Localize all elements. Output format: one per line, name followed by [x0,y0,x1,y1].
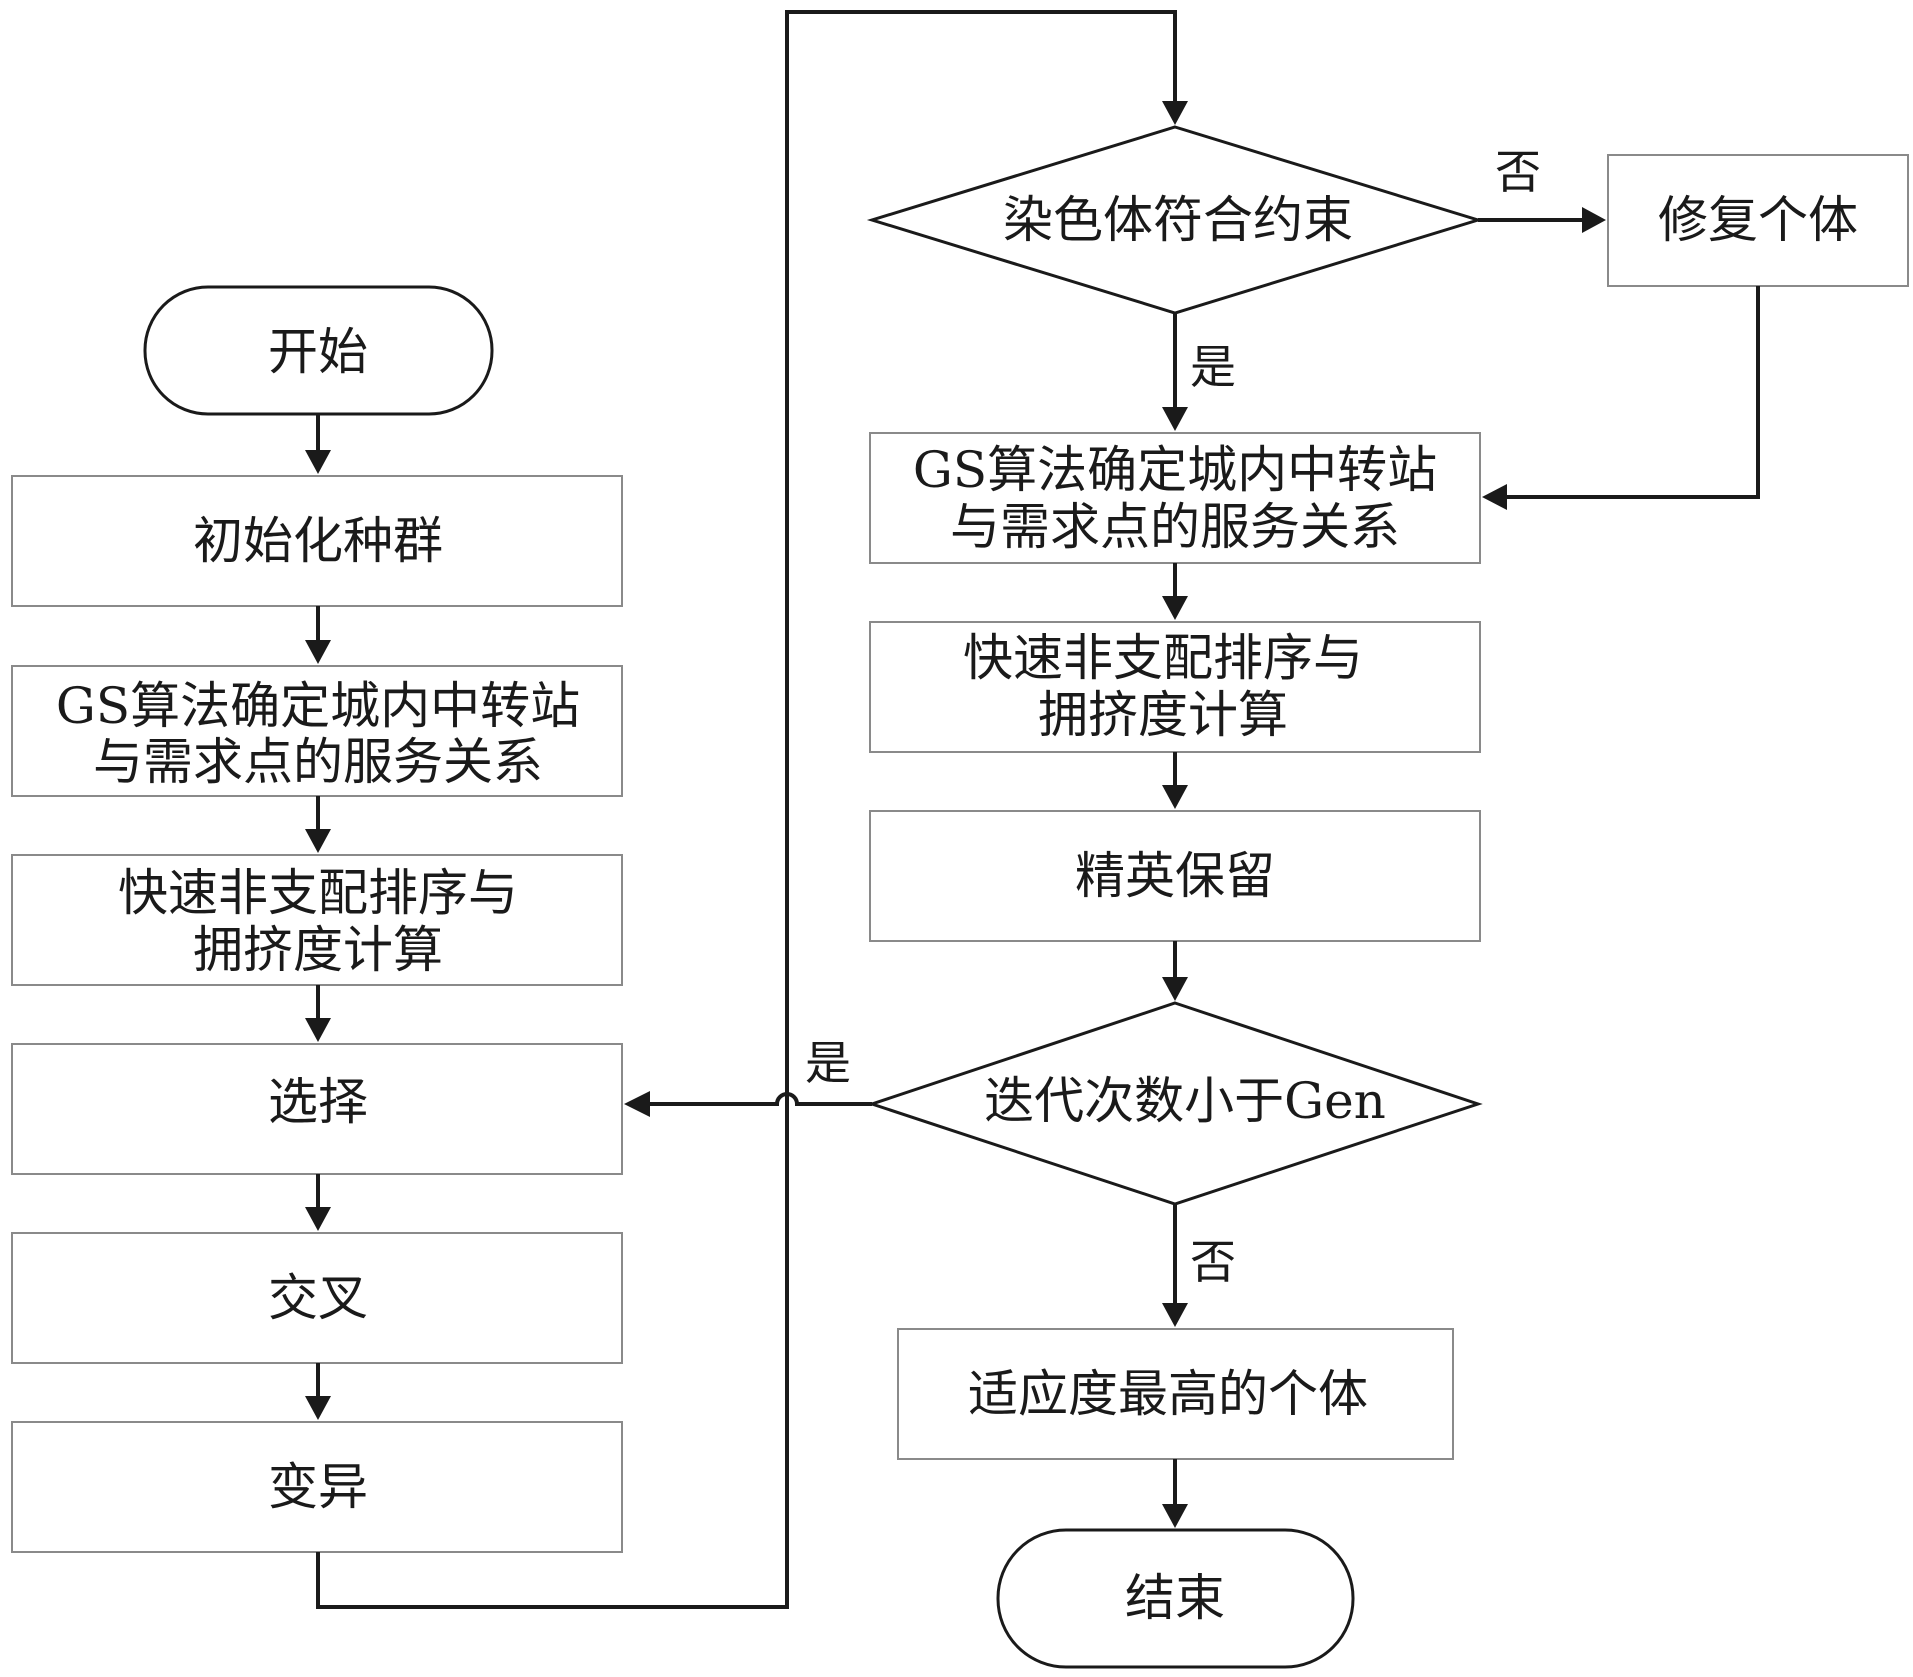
nondominated-sort-label-1b: 拥挤度计算 [193,921,443,979]
connector-repair-gs2 [1482,286,1760,510]
iterate-no-label: 否 [1190,1235,1236,1289]
connector-start-init [305,414,331,474]
best-individual-label: 适应度最高的个体 [968,1365,1368,1423]
connector-sort2-elite [1162,752,1188,809]
connector-constraint-repair [1478,207,1606,233]
start-label: 开始 [268,323,368,381]
constraint-no-label: 否 [1495,145,1541,199]
connector-iterate-best [1162,1204,1188,1327]
end-label: 结束 [1125,1569,1225,1627]
end-terminal [996,1528,1355,1669]
connector-select-crossover [305,1174,331,1231]
connector-iterate-select [624,1091,872,1117]
selection-label: 选择 [268,1073,368,1131]
connector-sort1-select [305,985,331,1042]
best-individual-box [897,1328,1454,1460]
gs-assignment-label-1b: 与需求点的服务关系 [93,733,543,791]
connector-best-end [1162,1459,1188,1528]
nondominated-sort-box-2 [869,621,1481,753]
nondominated-sort-label-1a: 快速非支配排序与 [118,864,518,922]
connector-gs1-sort1 [305,796,331,853]
gs-assignment-box-1 [11,665,623,797]
connector-elite-iterate [1162,941,1188,1001]
connector-gs2-sort2 [1162,563,1188,620]
connector-constraint-gs2 [1162,313,1188,431]
nondominated-sort-label-2b: 拥挤度计算 [1038,686,1288,744]
repair-label: 修复个体 [1658,191,1858,249]
crossover-label: 交叉 [268,1269,368,1327]
gs-assignment-label-1a: GS算法确定城内中转站 [56,677,580,735]
nondominated-sort-label-2a: 快速非支配排序与 [963,629,1363,687]
gs-assignment-box-2 [869,432,1481,564]
iteration-label: 迭代次数小于Gen [984,1072,1386,1130]
connector-mutation-constraint [316,10,1188,1609]
mutation-label: 变异 [268,1458,368,1516]
constraint-yes-label: 是 [1190,340,1236,394]
init-population-label: 初始化种群 [193,512,443,570]
connector-init-gs1 [305,606,331,664]
nondominated-sort-box-1 [11,854,623,986]
iterate-yes-label: 是 [805,1036,851,1090]
connector-crossover-mutation [305,1363,331,1420]
repair-box [1607,154,1909,287]
selection-box [11,1043,623,1175]
init-population-box [11,475,623,607]
elite-retention-label: 精英保留 [1075,847,1275,905]
gs-assignment-label-2a: GS算法确定城内中转站 [913,441,1437,499]
elite-retention-box [869,810,1481,942]
gs-assignment-label-2b: 与需求点的服务关系 [950,498,1400,556]
constraint-label: 染色体符合约束 [1003,191,1353,249]
